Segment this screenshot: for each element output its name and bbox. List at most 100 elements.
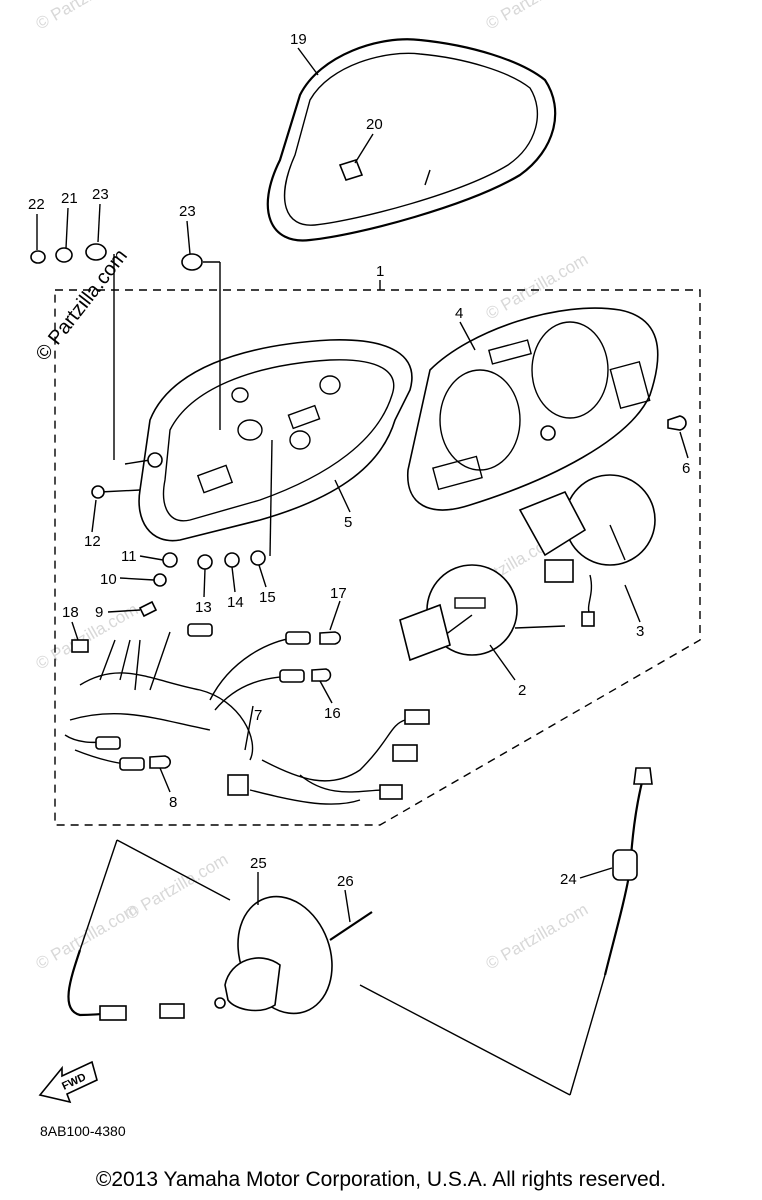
callout-4: 4: [455, 305, 463, 322]
washer-21: [55, 247, 73, 263]
gear-unit-body: [224, 957, 281, 1012]
harness-connector: [227, 774, 249, 796]
bulb-8: [149, 755, 172, 769]
callout-6: 6: [682, 460, 690, 477]
grommet-23-right: [181, 253, 203, 271]
bulb-16: [311, 668, 332, 682]
callout-12: 12: [84, 533, 101, 550]
tach-bracket: [544, 559, 574, 583]
watermark: © Partzilla.com: [483, 0, 592, 33]
nut-22: [30, 250, 46, 264]
callout-24: 24: [560, 871, 577, 888]
leader-line: [269, 439, 273, 557]
cable-fitting: [159, 1003, 185, 1019]
wire-harness: [99, 631, 171, 691]
collar-10: [153, 573, 167, 587]
watermark: © Partzilla.com: [483, 900, 592, 974]
cable-nut: [633, 767, 653, 785]
wire-harness-lower: [299, 774, 386, 793]
stud-nut: [147, 452, 163, 468]
callout-leaders: [36, 47, 689, 923]
speedo-bracket: [399, 603, 451, 662]
case-boss: [319, 375, 341, 395]
callout-9: 9: [95, 604, 103, 621]
bulb-socket: [187, 623, 213, 637]
cover-split: [424, 169, 431, 186]
grommet-13: [197, 554, 213, 570]
callout-7: 7: [254, 707, 262, 724]
panel-screw: [540, 425, 556, 441]
bulb-17: [319, 631, 342, 645]
callout-13: 13: [195, 599, 212, 616]
meter-case: [138, 339, 413, 542]
meter-cover-ring-inner: [283, 52, 539, 226]
panel-window: [488, 339, 532, 365]
callout-8: 8: [169, 794, 177, 811]
screw-12: [99, 489, 141, 493]
callout-labels: 1 2 3 4 5 6 7 8 9 10 11 12 13 14 15 16 1…: [28, 31, 690, 890]
case-slot: [196, 464, 234, 494]
case-boss: [231, 387, 249, 403]
trip-shaft: [514, 625, 566, 629]
wire-harness: [209, 637, 296, 701]
leader-line: [359, 984, 571, 1096]
bulb-socket: [279, 669, 305, 683]
callout-16: 16: [324, 705, 341, 722]
assembly-boundary: [54, 289, 701, 826]
diagram-code: 8AB100-4380: [40, 1123, 126, 1139]
meter-cover-ring: [266, 38, 557, 242]
panel-dial-right: [531, 321, 609, 419]
bulb-6: [667, 415, 687, 431]
grommet-23-left: [85, 243, 107, 261]
pin-26: [329, 911, 373, 941]
odometer-window: [454, 597, 486, 609]
callout-3: 3: [636, 623, 644, 640]
watermark: © Partzilla.com: [33, 0, 142, 33]
wire-harness: [69, 712, 211, 731]
bulb-socket: [285, 631, 311, 645]
tach-connector: [581, 611, 595, 627]
bulb-socket: [119, 757, 145, 771]
meter-case-inner: [162, 359, 395, 522]
speedometer-needle: [444, 614, 473, 636]
callout-5: 5: [344, 514, 352, 531]
callout-2: 2: [518, 682, 526, 699]
wire-harness: [79, 672, 254, 761]
callout-20: 20: [366, 116, 383, 133]
callout-21: 21: [61, 190, 78, 207]
meter-panel: [407, 307, 659, 511]
callout-23-right: 23: [179, 203, 196, 220]
harness-connector: [404, 709, 430, 725]
nut-15: [250, 550, 266, 566]
wire-harness: [214, 675, 291, 711]
cable-fitting: [99, 1005, 127, 1021]
harness-connector: [392, 744, 418, 762]
callout-17: 17: [330, 585, 347, 602]
panel-window: [609, 360, 651, 410]
screw-12-head: [91, 485, 105, 499]
case-boss: [237, 419, 263, 441]
callout-19: 19: [290, 31, 307, 48]
panel-window: [432, 455, 483, 491]
bulb-socket: [95, 736, 121, 750]
tach-wire: [587, 574, 593, 616]
fuel-gauge: [518, 490, 587, 557]
grommet-11: [162, 552, 178, 568]
wire-harness-lower: [261, 719, 406, 782]
screw-9: [138, 600, 158, 618]
watermark-main: © Partzilla.com: [32, 245, 132, 365]
tachometer-needle: [609, 524, 626, 561]
callout-25: 25: [250, 855, 267, 872]
copyright-notice: ©2013 Yamaha Motor Corporation, U.S.A. A…: [95, 1168, 667, 1191]
watermark: © Partzilla.com: [123, 850, 232, 924]
callout-11: 11: [121, 548, 137, 565]
case-slot: [287, 404, 321, 430]
callout-26: 26: [337, 873, 354, 890]
leader-line: [116, 839, 231, 901]
callout-1: 1: [376, 263, 384, 280]
fwd-arrow-icon: [38, 1060, 98, 1104]
leader-line: [569, 974, 606, 1096]
wire-harness-lower: [249, 789, 361, 805]
callout-14: 14: [227, 594, 244, 611]
callout-22: 22: [28, 196, 45, 213]
